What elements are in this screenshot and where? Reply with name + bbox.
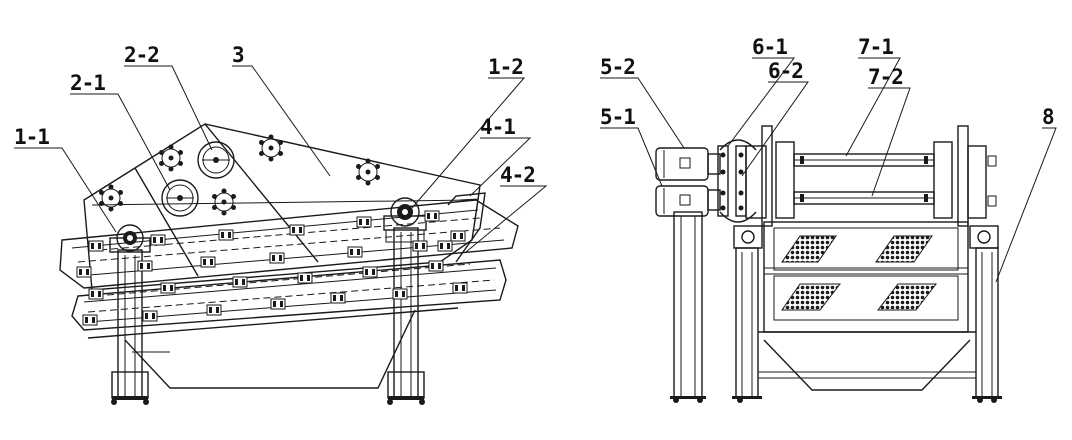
label-6-1: 6-1 xyxy=(752,35,787,59)
support-leg-right xyxy=(387,227,425,405)
screen-box xyxy=(763,221,969,333)
base-frame xyxy=(732,247,1002,403)
callout-labels: 1-1 2-1 2-2 3 1-2 4-1 4-2 5-2 5-1 6-1 6-… xyxy=(14,35,1055,187)
leader-lines xyxy=(14,57,1057,283)
label-4-2: 4-2 xyxy=(500,163,535,187)
label-8: 8 xyxy=(1042,105,1054,129)
label-4-1: 4-1 xyxy=(480,115,515,139)
coupling xyxy=(717,139,757,223)
label-6-2: 6-2 xyxy=(768,59,803,83)
side-view xyxy=(59,123,519,405)
label-5-1: 5-1 xyxy=(600,105,635,129)
end-view xyxy=(655,125,1002,403)
exciter-2-1 xyxy=(161,179,199,217)
label-1-1: 1-1 xyxy=(14,125,49,149)
label-7-2: 7-2 xyxy=(868,65,903,89)
bearing-seat-1-1 xyxy=(109,224,151,253)
label-1-2: 1-2 xyxy=(488,55,523,79)
label-2-2: 2-2 xyxy=(124,43,159,67)
label-2-1: 2-1 xyxy=(70,71,105,95)
label-5-2: 5-2 xyxy=(600,55,635,79)
motor-column xyxy=(670,211,706,403)
shaft-7-2 xyxy=(793,191,935,205)
bearing-seat-1-2 xyxy=(383,197,427,243)
shaft-7-1 xyxy=(793,153,935,167)
motor-5-1 xyxy=(655,185,721,217)
side-housing xyxy=(83,123,486,291)
exciter-2-2 xyxy=(197,141,235,179)
label-3: 3 xyxy=(232,43,244,67)
label-7-1: 7-1 xyxy=(858,35,893,59)
support-leg-left xyxy=(111,249,149,405)
motor-5-2 xyxy=(655,147,721,181)
